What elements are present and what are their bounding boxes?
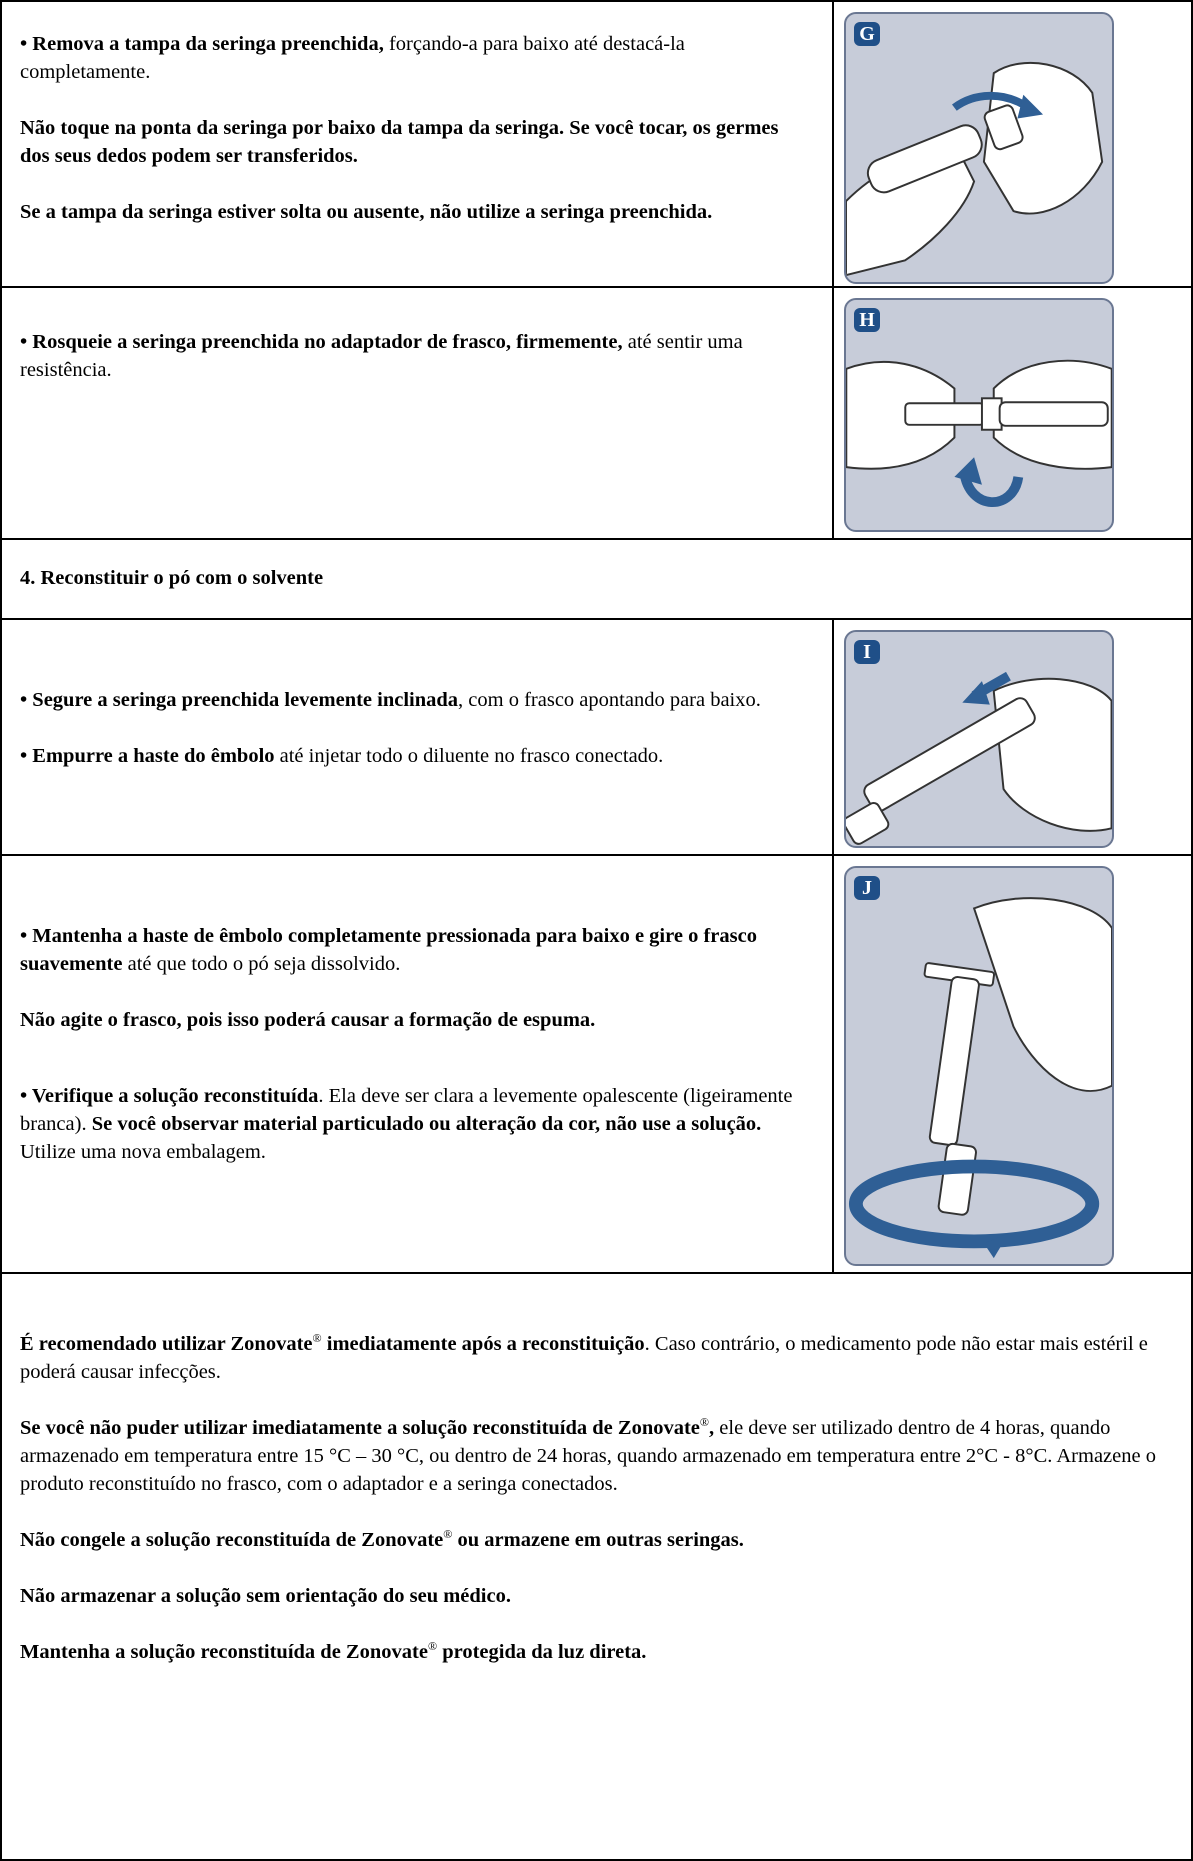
registered-mark: ®: [699, 1415, 710, 1430]
section-4-title: 4. Reconstituir o pó com o solvente: [20, 567, 324, 589]
swirl-vial-illustration: [848, 897, 1112, 1259]
footer-light-a: Mantenha a solução reconstituída de Zono…: [20, 1641, 428, 1663]
step-badge-g: G: [854, 22, 880, 46]
step-j-check-warning: Se você observar material particulado ou…: [91, 1113, 762, 1135]
registered-mark: ®: [312, 1331, 322, 1346]
illustration-g: G: [844, 12, 1114, 284]
screw-syringe-illustration: [846, 359, 1112, 507]
storage-info-text: É recomendado utilizar Zonovate® imediat…: [20, 1330, 1173, 1694]
step-i-text: • Segure a seringa preenchida levemente …: [20, 686, 810, 770]
registered-mark: ®: [427, 1639, 438, 1654]
step-row-j: • Mantenha a haste de êmbolo completamen…: [0, 856, 1193, 1274]
step-i-instruction-rest: , com o frasco apontando para baixo.: [458, 689, 761, 711]
footer-light-b: protegida da luz direta.: [437, 1641, 647, 1663]
step-j-check-new-pack: Utilize uma nova embalagem.: [20, 1141, 266, 1163]
inject-diluent-illustration: [846, 671, 1112, 845]
step-j-warning-shake: Não agite o frasco, pois isso poderá cau…: [20, 1009, 596, 1031]
step-h-text: • Rosqueie a seringa preenchida no adapt…: [20, 328, 810, 384]
registered-mark: ®: [443, 1527, 453, 1542]
section-4-title-wrap: 4. Reconstituir o pó com o solvente: [20, 564, 1173, 592]
footer-recommend-a: É recomendado utilizar Zonovate: [20, 1333, 313, 1355]
footer-freeze-b: ou armazene em outras seringas.: [452, 1529, 744, 1551]
footer-storage-a: Se você não puder utilizar imediatamente…: [20, 1417, 700, 1439]
step-badge-j: J: [854, 876, 880, 900]
footer-freeze-a: Não congele a solução reconstituída de Z…: [20, 1529, 444, 1551]
footer-storage-rest: ele deve ser utilizado dentro de 4 horas…: [20, 1417, 1156, 1495]
step-row-g: • Remova a tampa da seringa preenchida, …: [0, 0, 1193, 288]
step-g-warning-cap: Se a tampa da seringa estiver solta ou a…: [20, 201, 713, 223]
footer-recommend-rest: . Caso contrário, o medicamento pode não…: [20, 1333, 1148, 1383]
storage-info-row: É recomendado utilizar Zonovate® imediat…: [0, 1274, 1193, 1861]
step-j-check-rest: . Ela deve ser clara a levemente opalesc…: [20, 1085, 793, 1135]
illustration-j: J: [844, 866, 1114, 1266]
illustration-h: H: [844, 298, 1114, 532]
illustration-i: I: [844, 630, 1114, 848]
step-h-instruction-rest: até sentir uma resistência.: [20, 331, 743, 381]
footer-recommend-b: imediatamente após a reconstituição: [321, 1333, 645, 1355]
section-row-4: 4. Reconstituir o pó com o solvente: [0, 540, 1193, 620]
step-j-check-bold: • Verifique a solução reconstituída: [20, 1085, 319, 1107]
step-h-instruction-bold: • Rosqueie a seringa preenchida no adapt…: [20, 331, 623, 353]
step-badge-h: H: [854, 308, 880, 332]
step-i-plunger-bold: • Empurre a haste do êmbolo: [20, 745, 275, 767]
step-badge-i: I: [854, 640, 880, 664]
step-i-plunger-rest: até injetar todo o diluente no frasco co…: [274, 745, 664, 767]
step-j-instruction-bold: • Mantenha a haste de êmbolo completamen…: [20, 925, 757, 975]
step-row-i: • Segure a seringa preenchida levemente …: [0, 620, 1193, 856]
step-g-text: • Remova a tampa da seringa preenchida, …: [20, 30, 810, 226]
step-j-text: • Mantenha a haste de êmbolo completamen…: [20, 922, 810, 1166]
step-i-instruction-bold: • Segure a seringa preenchida levemente …: [20, 689, 459, 711]
step-g-warning-touch: Não toque na ponta da seringa por baixo …: [20, 117, 779, 167]
step-row-h: • Rosqueie a seringa preenchida no adapt…: [0, 288, 1193, 540]
footer-no-store: Não armazenar a solução sem orientação d…: [20, 1585, 511, 1607]
remove-cap-illustration: [846, 61, 1104, 277]
step-j-instruction-rest: até que todo o pó seja dissolvido.: [122, 953, 401, 975]
footer-storage-b: ,: [709, 1417, 715, 1439]
step-g-instruction-rest: forçando-a para baixo até destacá-la com…: [20, 33, 685, 83]
step-g-instruction-bold: • Remova a tampa da seringa preenchida,: [20, 33, 384, 55]
